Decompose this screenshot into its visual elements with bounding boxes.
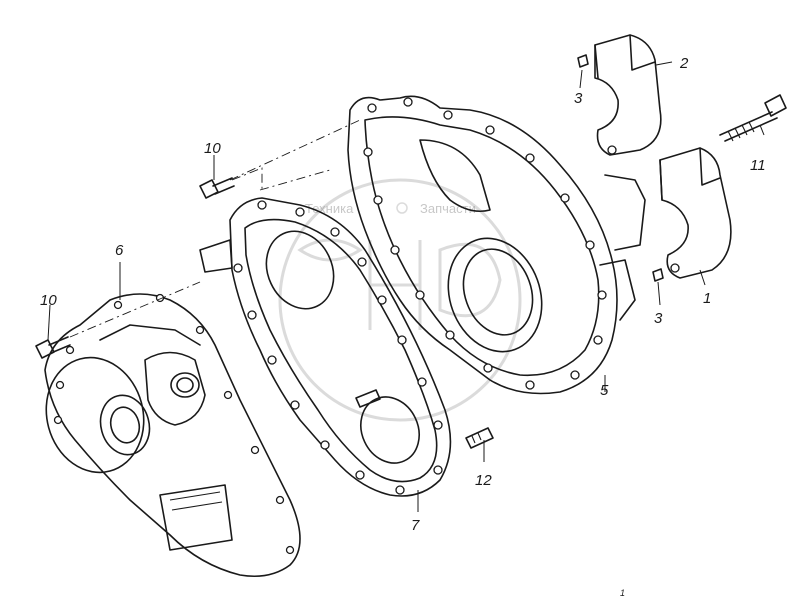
stud-on-plate: [355, 389, 381, 408]
callout-2: 2: [679, 55, 689, 72]
watermark-left-text: Техника: [305, 201, 354, 216]
part-1-lower-cap: [659, 147, 732, 279]
part-10-bolt-upper: [199, 177, 235, 199]
callout-3-lower: 3: [654, 310, 663, 327]
part-2-upper-cap: [594, 34, 662, 156]
callout-1: 1: [703, 290, 711, 307]
leader-lines: [47, 61, 765, 512]
callouts: 2 3 11 10 6 10 1 3 5 7 12: [40, 55, 766, 534]
part-3-pin-upper: [577, 54, 589, 68]
part-10-bolt-lower: [35, 336, 71, 359]
part-11-bolt: [719, 94, 787, 142]
callout-10-lower: 10: [40, 292, 57, 309]
callout-10-upper: 10: [204, 140, 221, 157]
callout-6: 6: [115, 242, 124, 259]
corner-mark: 1: [620, 588, 625, 598]
callout-11: 11: [750, 157, 766, 174]
assembly-axis-lines: [69, 119, 361, 338]
watermark-right-text: Запчасти: [420, 201, 476, 216]
part-6-front-cover: [44, 293, 301, 578]
callout-12: 12: [475, 472, 492, 489]
callout-5: 5: [600, 382, 609, 399]
part-12-stud: [465, 427, 494, 449]
callout-7: 7: [411, 517, 420, 534]
part-5-rear-housing: [347, 95, 646, 395]
callout-3-upper: 3: [574, 90, 583, 107]
part-3-pin-lower: [652, 268, 664, 282]
part-7-intermediate-plate: [199, 197, 452, 497]
